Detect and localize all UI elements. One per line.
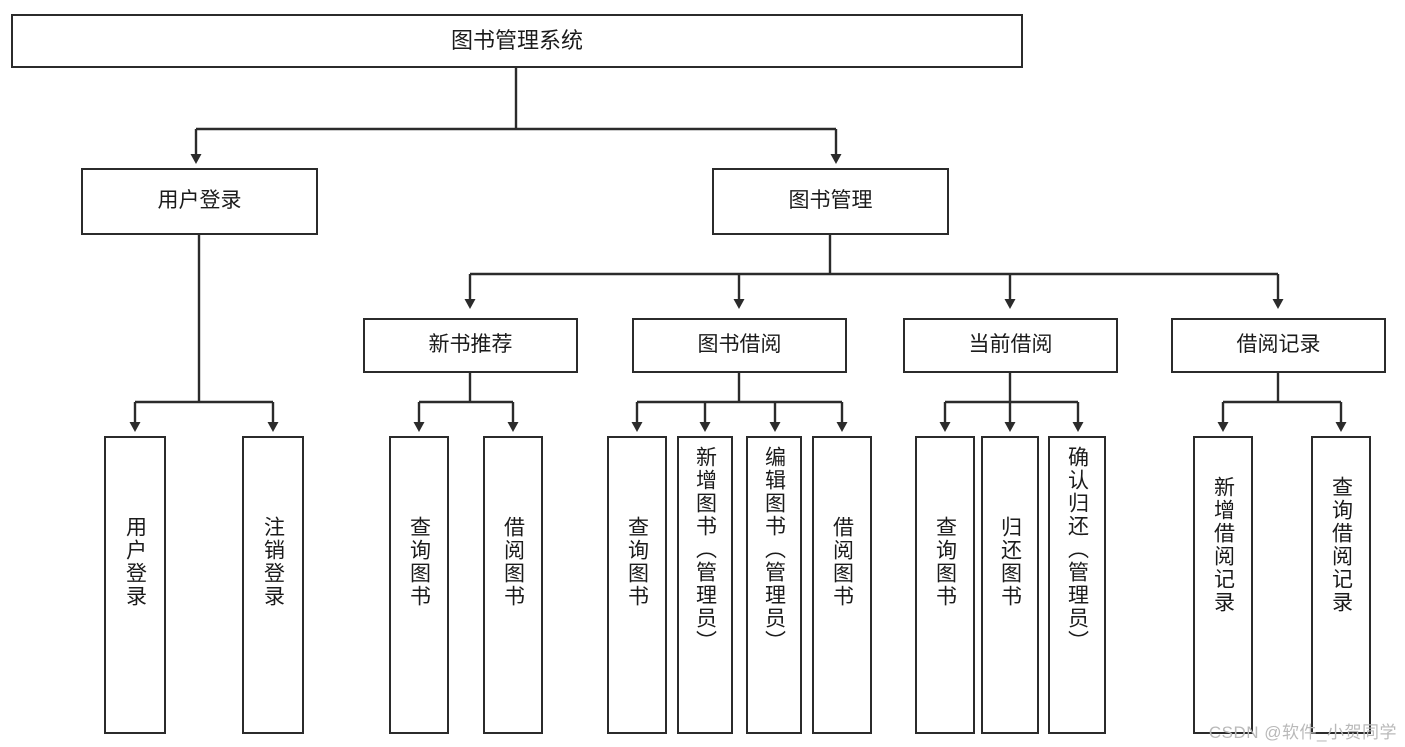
node-leaf-query-borrow-record[interactable]: 查询借阅记录: [1311, 436, 1371, 734]
node-leaf-query-book-1[interactable]: 查询图书: [389, 436, 449, 734]
node-new-book-recommend-label: 新书推荐: [428, 333, 513, 357]
node-root[interactable]: 图书管理系统: [11, 14, 1023, 68]
node-book-borrow[interactable]: 图书借阅: [632, 318, 847, 373]
node-root-label: 图书管理系统: [450, 28, 583, 54]
node-new-book-recommend[interactable]: 新书推荐: [363, 318, 578, 373]
node-leaf-user-logout-label: 注销登录: [261, 516, 285, 608]
node-book-manage[interactable]: 图书管理: [712, 168, 949, 235]
node-leaf-user-logout[interactable]: 注销登录: [242, 436, 304, 734]
node-leaf-edit-book[interactable]: 编辑图书（管理员）: [746, 436, 802, 734]
node-leaf-query-book-3[interactable]: 查询图书: [915, 436, 975, 734]
node-leaf-confirm-return[interactable]: 确认归还（管理员）: [1048, 436, 1106, 734]
node-leaf-query-book-1-label: 查询图书: [407, 516, 431, 608]
node-leaf-borrow-book-1-label: 借阅图书: [501, 516, 525, 608]
node-borrow-record-label: 借阅记录: [1236, 333, 1321, 357]
node-user-login-label: 用户登录: [157, 189, 242, 213]
node-current-borrow-label: 当前借阅: [968, 333, 1053, 357]
node-leaf-borrow-book-2[interactable]: 借阅图书: [812, 436, 872, 734]
node-borrow-record[interactable]: 借阅记录: [1171, 318, 1386, 373]
node-book-manage-label: 图书管理: [788, 189, 873, 213]
watermark-text: CSDN @软件_小贺同学: [1208, 723, 1397, 742]
node-leaf-return-book[interactable]: 归还图书: [981, 436, 1039, 734]
node-leaf-edit-book-label: 编辑图书（管理员）: [762, 446, 786, 653]
node-leaf-user-login-label: 用户登录: [123, 516, 147, 608]
node-user-login[interactable]: 用户登录: [81, 168, 318, 235]
node-leaf-borrow-book-1[interactable]: 借阅图书: [483, 436, 543, 734]
node-book-borrow-label: 图书借阅: [697, 333, 782, 357]
node-leaf-add-borrow-record[interactable]: 新增借阅记录: [1193, 436, 1253, 734]
node-leaf-add-borrow-record-label: 新增借阅记录: [1211, 476, 1235, 614]
node-leaf-borrow-book-2-label: 借阅图书: [830, 516, 854, 608]
node-leaf-add-book-label: 新增图书（管理员）: [693, 446, 717, 653]
node-current-borrow[interactable]: 当前借阅: [903, 318, 1118, 373]
node-leaf-confirm-return-label: 确认归还（管理员）: [1065, 446, 1089, 653]
node-leaf-query-book-3-label: 查询图书: [933, 516, 957, 608]
node-leaf-query-book-2-label: 查询图书: [625, 516, 649, 608]
node-leaf-return-book-label: 归还图书: [998, 516, 1022, 608]
node-leaf-user-login[interactable]: 用户登录: [104, 436, 166, 734]
node-leaf-query-borrow-record-label: 查询借阅记录: [1329, 476, 1353, 614]
node-leaf-add-book[interactable]: 新增图书（管理员）: [677, 436, 733, 734]
node-leaf-query-book-2[interactable]: 查询图书: [607, 436, 667, 734]
